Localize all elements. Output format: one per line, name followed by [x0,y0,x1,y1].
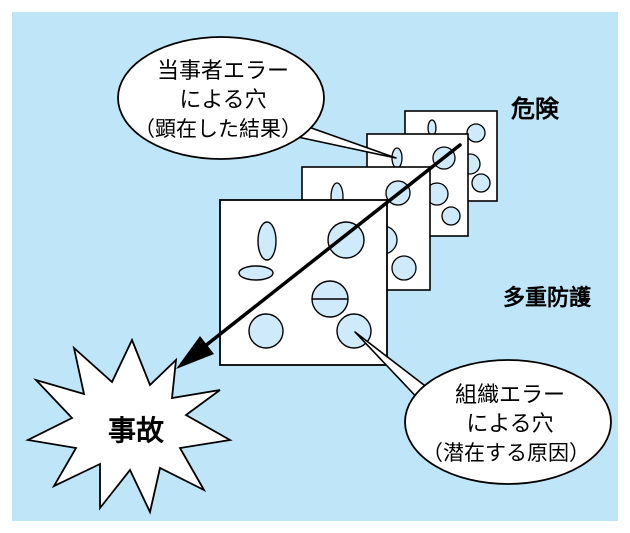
bubble-top: 当事者エラー による穴 （顕在した結果） [117,36,397,160]
defense-label: 多重防護 [503,285,592,311]
bubble-top-line2: による穴 [179,88,266,113]
bubble-top-line3: （顕在した結果） [134,117,302,141]
bubble-bottom: 組織エラー による穴 （潜在する原因） [354,331,612,485]
danger-label: 危険 [511,95,560,123]
accident-label: 事故 [108,414,164,447]
bubble-top-line1: 当事者エラー [157,59,289,84]
hole [466,123,486,143]
hole [327,221,365,259]
hole [441,206,461,226]
hole [471,173,491,193]
bubble-bottom-line1: 組織エラー [455,383,565,408]
hole [257,221,277,261]
hazard-trajectory-arrow [176,143,462,369]
hole [248,313,284,349]
hole [238,265,274,281]
accident-starburst: 事故 [25,337,233,515]
bubble-bottom-line2: による穴 [466,412,553,437]
bubble-bottom-line3: （潜在する原因） [422,441,590,465]
hole [391,255,417,281]
